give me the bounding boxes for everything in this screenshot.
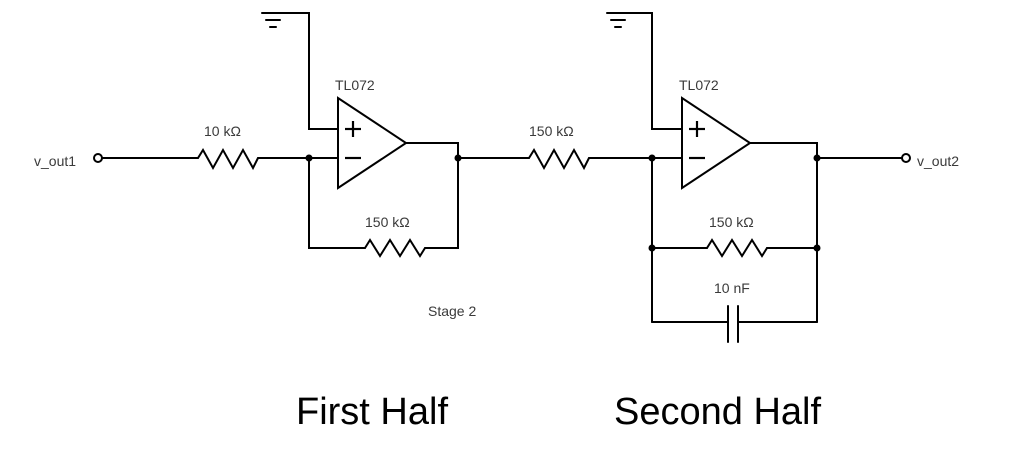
resistor-r1 [197,147,259,171]
opamp-1 [337,96,408,190]
junction-node-5 [648,244,656,252]
opamp-1-label: TL072 [335,77,375,93]
input-terminal [93,153,103,163]
wire-ground1-to-opamp1-plus [283,12,339,130]
resistor-rf1 [364,238,426,258]
resistor-r3-label: 150 kΩ [529,123,574,139]
output-terminal-label: v_out2 [917,153,959,169]
resistor-rf1-label: 150 kΩ [365,214,410,230]
resistor-rf2-label: 150 kΩ [709,214,754,230]
wire-ground2-to-opamp2-plus [628,12,683,130]
caption-first-half: First Half [296,391,448,433]
caption-second-half: Second Half [614,391,821,433]
resistor-r3 [528,147,590,171]
capacitor-c1 [727,305,739,343]
wire-feedback1-right [424,157,459,249]
capacitor-c1-label: 10 nF [714,280,750,296]
resistor-rf2 [706,238,768,258]
wire-opamp1-output [405,142,459,159]
opamp-2 [681,96,752,190]
ground-icon [261,12,285,28]
output-terminal [901,153,911,163]
opamp-2-label: TL072 [679,77,719,93]
ground-icon [606,12,630,28]
wire-opamp2-output [749,142,818,159]
input-terminal-label: v_out1 [34,153,76,169]
stage-label: Stage 2 [428,303,476,319]
resistor-r1-label: 10 kΩ [204,123,241,139]
wire-feedback1-left [308,157,366,249]
